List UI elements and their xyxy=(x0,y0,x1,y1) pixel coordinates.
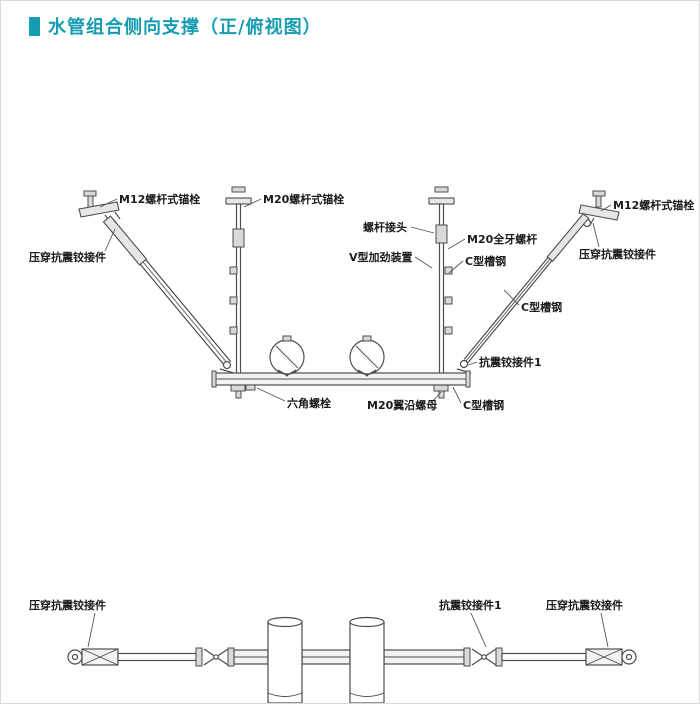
label-m20-full-thread-rod: M20全牙螺杆 xyxy=(467,232,537,246)
page-title: 水管组合侧向支撑（正/俯视图） xyxy=(48,17,322,38)
top-view-labels: 压穿抗震铰接件 抗震铰接件1 压穿抗震铰接件 xyxy=(29,598,623,648)
label-m20-anchor: M20螺杆式锚栓 xyxy=(263,192,344,206)
label-tv-seismic-hinge-1: 抗震铰接件1 xyxy=(439,598,502,612)
label-m12-anchor-right: M12螺杆式锚栓 xyxy=(613,198,694,212)
label-crush-seismic-hinge-right: 压穿抗震铰接件 xyxy=(579,247,656,261)
front-view-labels: M12螺杆式锚栓 M20螺杆式锚栓 螺杆接头 M20全牙螺杆 M12螺杆式锚栓 … xyxy=(29,192,694,412)
title-marker-icon xyxy=(29,16,40,36)
label-v-stiffener: V型加劲装置 xyxy=(349,250,413,264)
label-seismic-hinge-1: 抗震铰接件1 xyxy=(479,355,542,369)
pipe-clamp-left xyxy=(269,335,305,377)
label-c-channel-top: C型槽钢 xyxy=(465,254,506,268)
bottom-c-channel xyxy=(211,370,471,391)
label-c-channel-brace: C型槽钢 xyxy=(521,300,562,314)
threaded-rod-right xyxy=(428,186,455,399)
diagonal-brace-left xyxy=(102,215,235,374)
top-view-assembly xyxy=(67,647,637,667)
label-hex-bolt: 六角螺栓 xyxy=(287,396,331,410)
label-c-channel-bottom: C型槽钢 xyxy=(463,398,504,412)
diagonal-brace-right xyxy=(456,213,590,374)
label-crush-seismic-hinge-left: 压穿抗震铰接件 xyxy=(29,250,106,264)
label-rod-coupling: 螺杆接头 xyxy=(363,220,407,234)
page-header: 水管组合侧向支撑（正/俯视图） xyxy=(29,13,322,39)
pipe-clamp-right xyxy=(349,335,385,377)
pipe-right-top-view xyxy=(349,616,385,703)
label-m12-anchor-left: M12螺杆式锚栓 xyxy=(119,192,200,206)
label-tv-crush-seismic-hinge-right: 压穿抗震铰接件 xyxy=(546,598,623,612)
threaded-rod-left xyxy=(225,186,252,399)
pipe-left-top-view xyxy=(267,616,303,703)
label-m20-flange-nut: M20翼沿螺母 xyxy=(367,398,437,412)
label-tv-crush-seismic-hinge-left: 压穿抗震铰接件 xyxy=(29,598,106,612)
